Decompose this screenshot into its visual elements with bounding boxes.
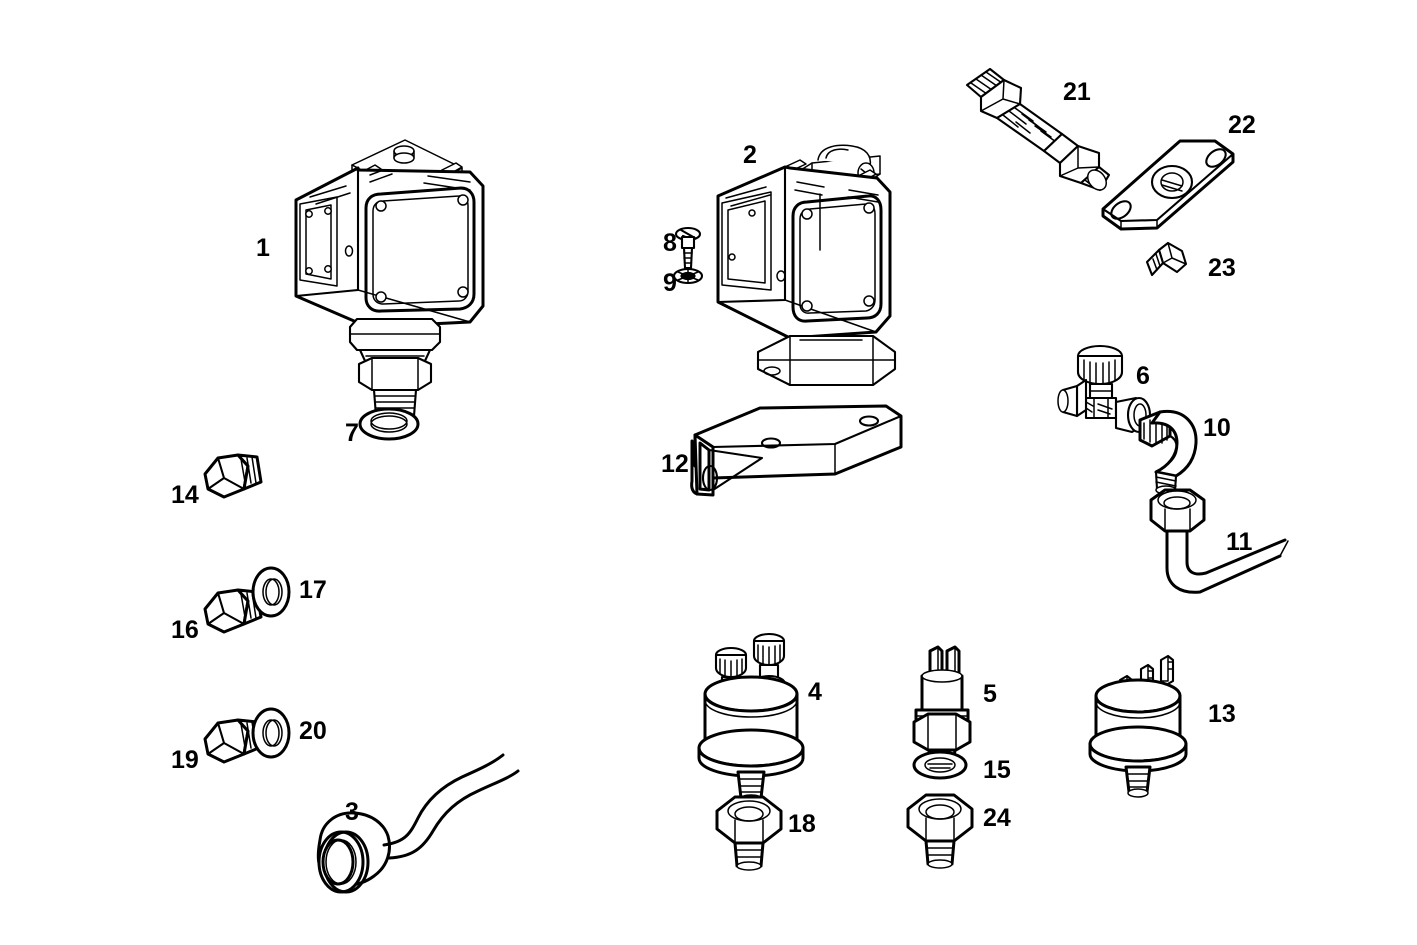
- callout-label-13: 13: [1208, 700, 1236, 728]
- callout-label-5: 5: [983, 680, 997, 708]
- part-6-test-valve: [1057, 344, 1152, 434]
- part-9-lock-washer: [672, 267, 704, 285]
- part-18-hex-adapter-nut: [715, 795, 783, 871]
- part-7-sealing-ring: [358, 407, 420, 441]
- part-8-slotted-screw: [674, 226, 702, 270]
- part-24-hex-adapter-nut: [906, 793, 974, 869]
- part-4-pressure-sender-two-terminal: [697, 632, 805, 804]
- callout-label-24: 24: [983, 804, 1011, 832]
- part-1-pressure-switch-housing-large: [294, 139, 485, 422]
- callout-label-21: 21: [1063, 78, 1091, 106]
- part-11-pressure-line: [1149, 488, 1289, 594]
- callout-label-9: 9: [663, 269, 677, 297]
- callout-label-4: 4: [808, 678, 822, 706]
- part-14-hex-bolt: [203, 453, 263, 499]
- callout-label-10: 10: [1203, 414, 1231, 442]
- callout-label-2: 2: [743, 141, 757, 169]
- part-3-cable-boot: [316, 753, 520, 894]
- callout-label-22: 22: [1228, 111, 1256, 139]
- callout-label-11: 11: [1226, 528, 1253, 556]
- part-5-pressure-switch-blade: [912, 645, 972, 777]
- part-2-pressure-switch-with-base: [716, 144, 897, 387]
- part-22-flange-adapter-plate: [1101, 139, 1235, 231]
- part-20-flat-washer: [251, 707, 291, 759]
- callout-label-23: 23: [1208, 254, 1236, 282]
- callout-label-12: 12: [661, 450, 689, 478]
- callout-label-1: 1: [256, 234, 270, 262]
- callout-label-19: 19: [171, 746, 199, 774]
- callout-label-15: 15: [983, 756, 1011, 784]
- part-17-flat-washer: [251, 566, 291, 618]
- callout-label-7: 7: [345, 419, 359, 447]
- callout-label-16: 16: [171, 616, 199, 644]
- callout-label-6: 6: [1136, 362, 1150, 390]
- callout-label-8: 8: [663, 229, 677, 257]
- part-13-pressure-sender-three-terminal: [1088, 654, 1188, 798]
- part-23-hex-flange-bolt: [1145, 241, 1188, 277]
- callout-label-14: 14: [171, 481, 199, 509]
- callout-label-3: 3: [345, 798, 359, 826]
- part-12-mounting-bracket: [690, 404, 903, 497]
- callout-label-17: 17: [299, 576, 327, 604]
- callout-label-20: 20: [299, 717, 327, 745]
- part-21-banjo-bolt: [965, 67, 1111, 192]
- part-15-sealing-ring: [912, 750, 968, 780]
- callout-label-18: 18: [788, 810, 816, 838]
